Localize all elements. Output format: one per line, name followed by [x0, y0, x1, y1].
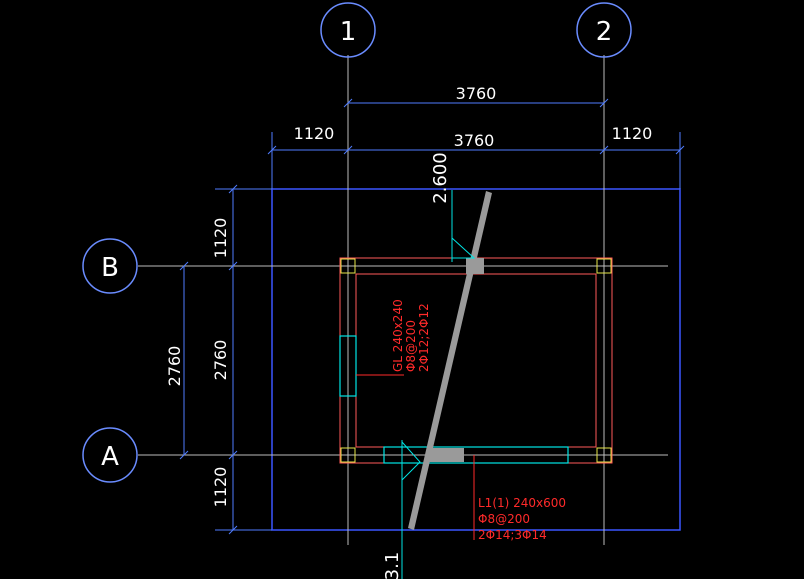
wall-outline	[339, 257, 613, 464]
axis-marker-1: 1	[320, 2, 376, 58]
gl-label-rebar: 2Φ12;2Φ12	[417, 303, 431, 372]
dim-top-total	[343, 98, 609, 108]
elevation-top-text: 2.600	[430, 152, 451, 204]
axis-label-2: 2	[596, 17, 613, 47]
slab-boundary	[271, 188, 681, 531]
corner-columns	[340, 258, 612, 463]
axis-marker-a: A	[82, 427, 138, 483]
gl-label-size: GL 240x240	[391, 299, 405, 372]
dim-left-top-text: 1120	[211, 218, 230, 259]
axis-label-b: B	[101, 253, 119, 283]
section-fill-top	[466, 258, 484, 274]
elevation-marker-bottom	[401, 440, 421, 579]
axis-label-a: A	[101, 442, 119, 472]
dim-top-mid-text: 3760	[454, 131, 495, 150]
gl-label-stirrup: Φ8@200	[404, 320, 418, 372]
dim-left-outer-text: 2760	[165, 346, 184, 387]
gl-annotation: GL 240x240 Φ8@200 2Φ12;2Φ12	[391, 299, 431, 372]
section-fill-bottom	[428, 448, 464, 462]
dim-left-bot-text: 1120	[211, 467, 230, 508]
l1-annotation: L1(1) 240x600 Φ8@200 2Φ14;3Φ14	[478, 496, 566, 542]
dim-top-total-text: 3760	[456, 84, 497, 103]
l1-label-stirrup: Φ8@200	[478, 512, 530, 526]
dim-left-mid-text: 2760	[211, 340, 230, 381]
dim-top-left-text: 1120	[294, 124, 335, 143]
axis-marker-2: 2	[576, 2, 632, 58]
elevation-marker-top	[451, 190, 476, 262]
dim-top-right-text: 1120	[612, 124, 653, 143]
beam-l1	[383, 446, 569, 464]
lintel-gl	[339, 335, 357, 397]
l1-label-size: L1(1) 240x600	[478, 496, 566, 510]
l1-label-rebar: 2Φ14;3Φ14	[478, 528, 547, 542]
dim-top-chain	[267, 132, 685, 189]
axis-label-1: 1	[340, 17, 357, 47]
elevation-bottom-text: 3.1	[382, 552, 403, 579]
section-cut-line	[408, 191, 492, 530]
dim-left-chain	[215, 184, 272, 535]
axis-marker-b: B	[82, 238, 138, 294]
dim-left-outer	[179, 261, 189, 460]
